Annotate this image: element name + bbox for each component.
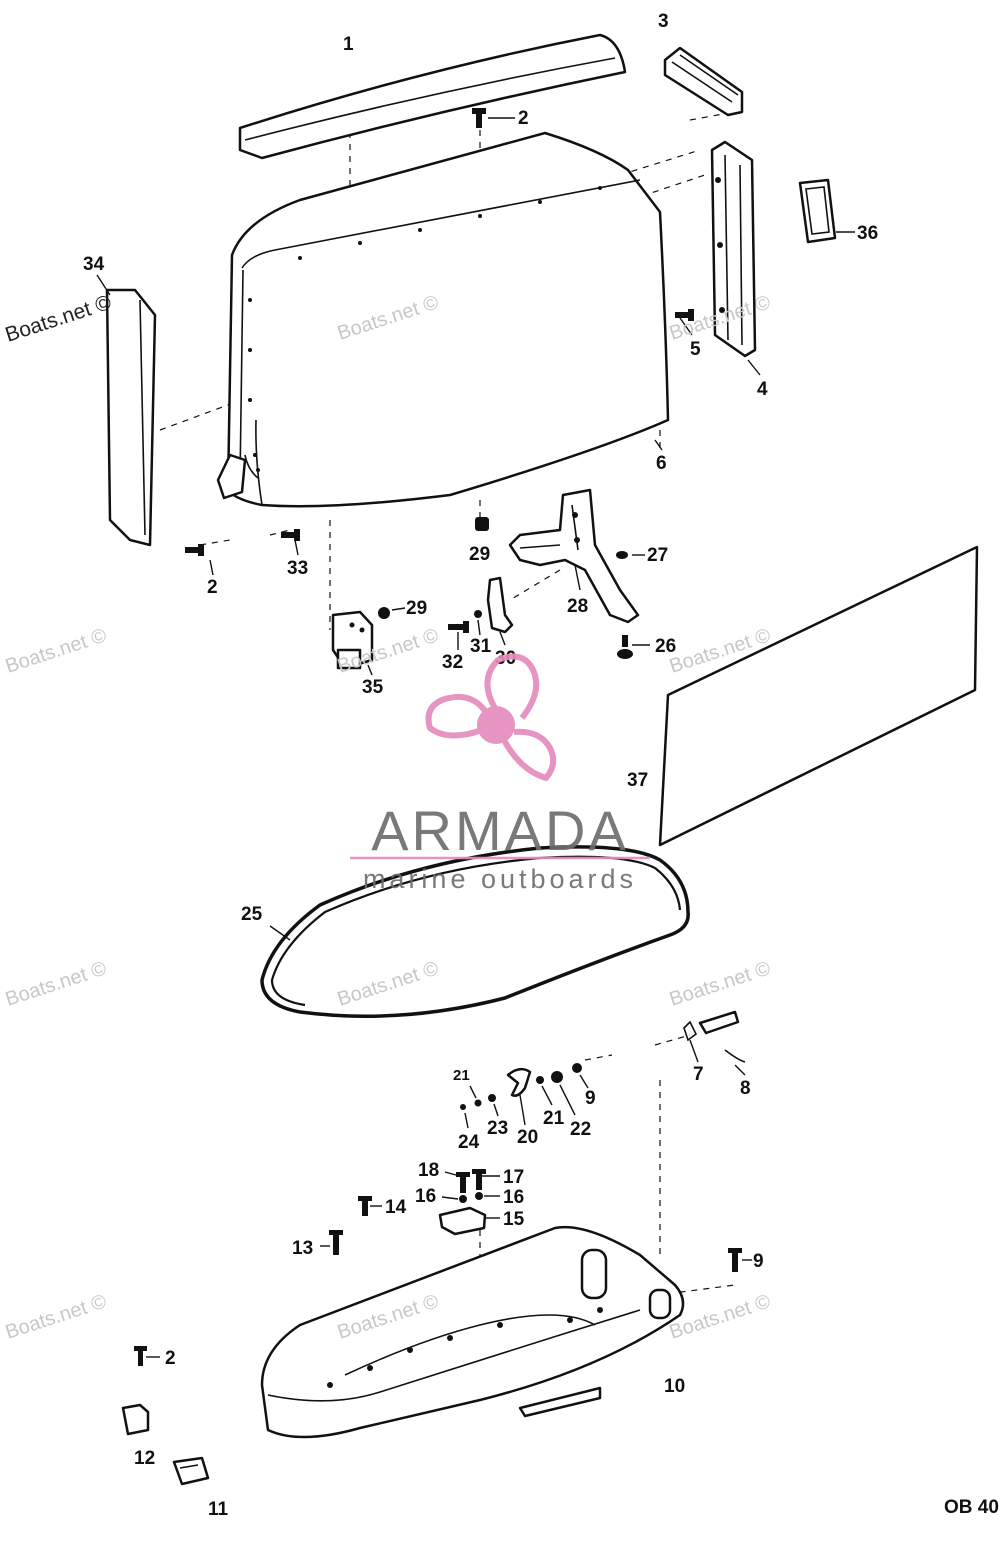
screw-5-icon: [675, 309, 694, 321]
callout-21-mid: 21: [543, 1108, 565, 1129]
callout-16-right: 16: [503, 1187, 524, 1208]
callout-20: 20: [517, 1127, 538, 1148]
callout-1: 1: [343, 34, 354, 55]
callout-34: 34: [83, 254, 105, 275]
upper-hardware: [185, 108, 694, 556]
callout-15: 15: [503, 1209, 525, 1230]
callout-27: 27: [647, 545, 668, 566]
watermark-text: Boats.net ©: [2, 291, 114, 347]
propeller-icon: [425, 653, 557, 781]
callout-26: 26: [655, 636, 676, 657]
callout-8: 8: [740, 1078, 751, 1099]
screw-2-top-icon: [472, 108, 486, 128]
watermark-text: Boats.net ©: [3, 624, 110, 677]
callout-31: 31: [470, 636, 492, 657]
callout-37: 37: [627, 770, 648, 791]
leader-lines: [96, 117, 855, 1358]
lower-hardware: [134, 1169, 742, 1366]
part-4-side-panel: [710, 140, 757, 358]
callout-36: 36: [857, 223, 878, 244]
callout-32: 32: [442, 652, 463, 673]
part-11-clip: [172, 1456, 210, 1486]
part-6-upper-cowl: [216, 131, 670, 508]
callout-24: 24: [458, 1132, 480, 1153]
callout-22: 22: [570, 1119, 591, 1140]
part-37-sheet: [658, 545, 979, 847]
callout-17: 17: [503, 1167, 524, 1188]
screw-33-icon: [281, 529, 300, 541]
callout-23: 23: [487, 1118, 508, 1139]
watermark-text: Boats.net ©: [335, 957, 442, 1010]
callout-13: 13: [292, 1238, 313, 1259]
callout-6: 6: [656, 453, 667, 474]
callout-33: 33: [287, 558, 308, 579]
watermark-text: Boats.net ©: [667, 957, 774, 1010]
logo-tagline: marine outboards: [363, 864, 637, 894]
callout-5: 5: [690, 339, 701, 360]
callout-12: 12: [134, 1448, 155, 1469]
callout-4: 4: [757, 379, 768, 400]
callout-25: 25: [241, 904, 263, 925]
callout-35: 35: [362, 677, 384, 698]
callout-28: 28: [567, 596, 588, 617]
part-25-seal: [260, 845, 690, 1018]
callout-21-top: 21: [453, 1067, 470, 1084]
part-10-lower-cowl: [260, 1225, 685, 1439]
part-3-bracket: [663, 46, 744, 117]
latch-assembly: [331, 488, 640, 670]
part-1-top-trim: [238, 33, 627, 160]
callout-9-lower: 9: [753, 1251, 764, 1272]
armada-logo: ARMADA marine outboards: [350, 653, 650, 894]
callout-9: 9: [585, 1088, 596, 1109]
callout-2-bottom: 2: [165, 1348, 176, 1369]
watermark-text: Boats.net ©: [3, 1290, 110, 1343]
callout-29-top: 29: [469, 544, 490, 565]
callouts: 1 2 3 4 5 6 7 8 9 10 11 12 13 14 15 16 1…: [83, 11, 999, 1520]
callout-29-lower: 29: [406, 598, 427, 619]
callout-11: 11: [208, 1499, 229, 1520]
callout-2-left: 2: [207, 577, 218, 598]
screw-2-left-icon: [185, 544, 204, 556]
logo-name: ARMADA: [371, 799, 629, 862]
callout-2: 2: [518, 108, 529, 129]
callout-18: 18: [418, 1160, 439, 1181]
callout-10: 10: [664, 1376, 685, 1397]
part-36-plate: [798, 178, 837, 244]
drawing-code: OB 40: [944, 1497, 999, 1518]
watermark-text: Boats.net ©: [3, 957, 110, 1010]
part-34-left-panel: [105, 288, 157, 547]
callout-7: 7: [693, 1064, 704, 1085]
mid-hardware: [460, 1010, 746, 1110]
callout-3: 3: [658, 11, 669, 32]
callout-16-left: 16: [415, 1186, 436, 1207]
callout-14: 14: [385, 1197, 407, 1218]
part-12-clip: [121, 1403, 150, 1436]
